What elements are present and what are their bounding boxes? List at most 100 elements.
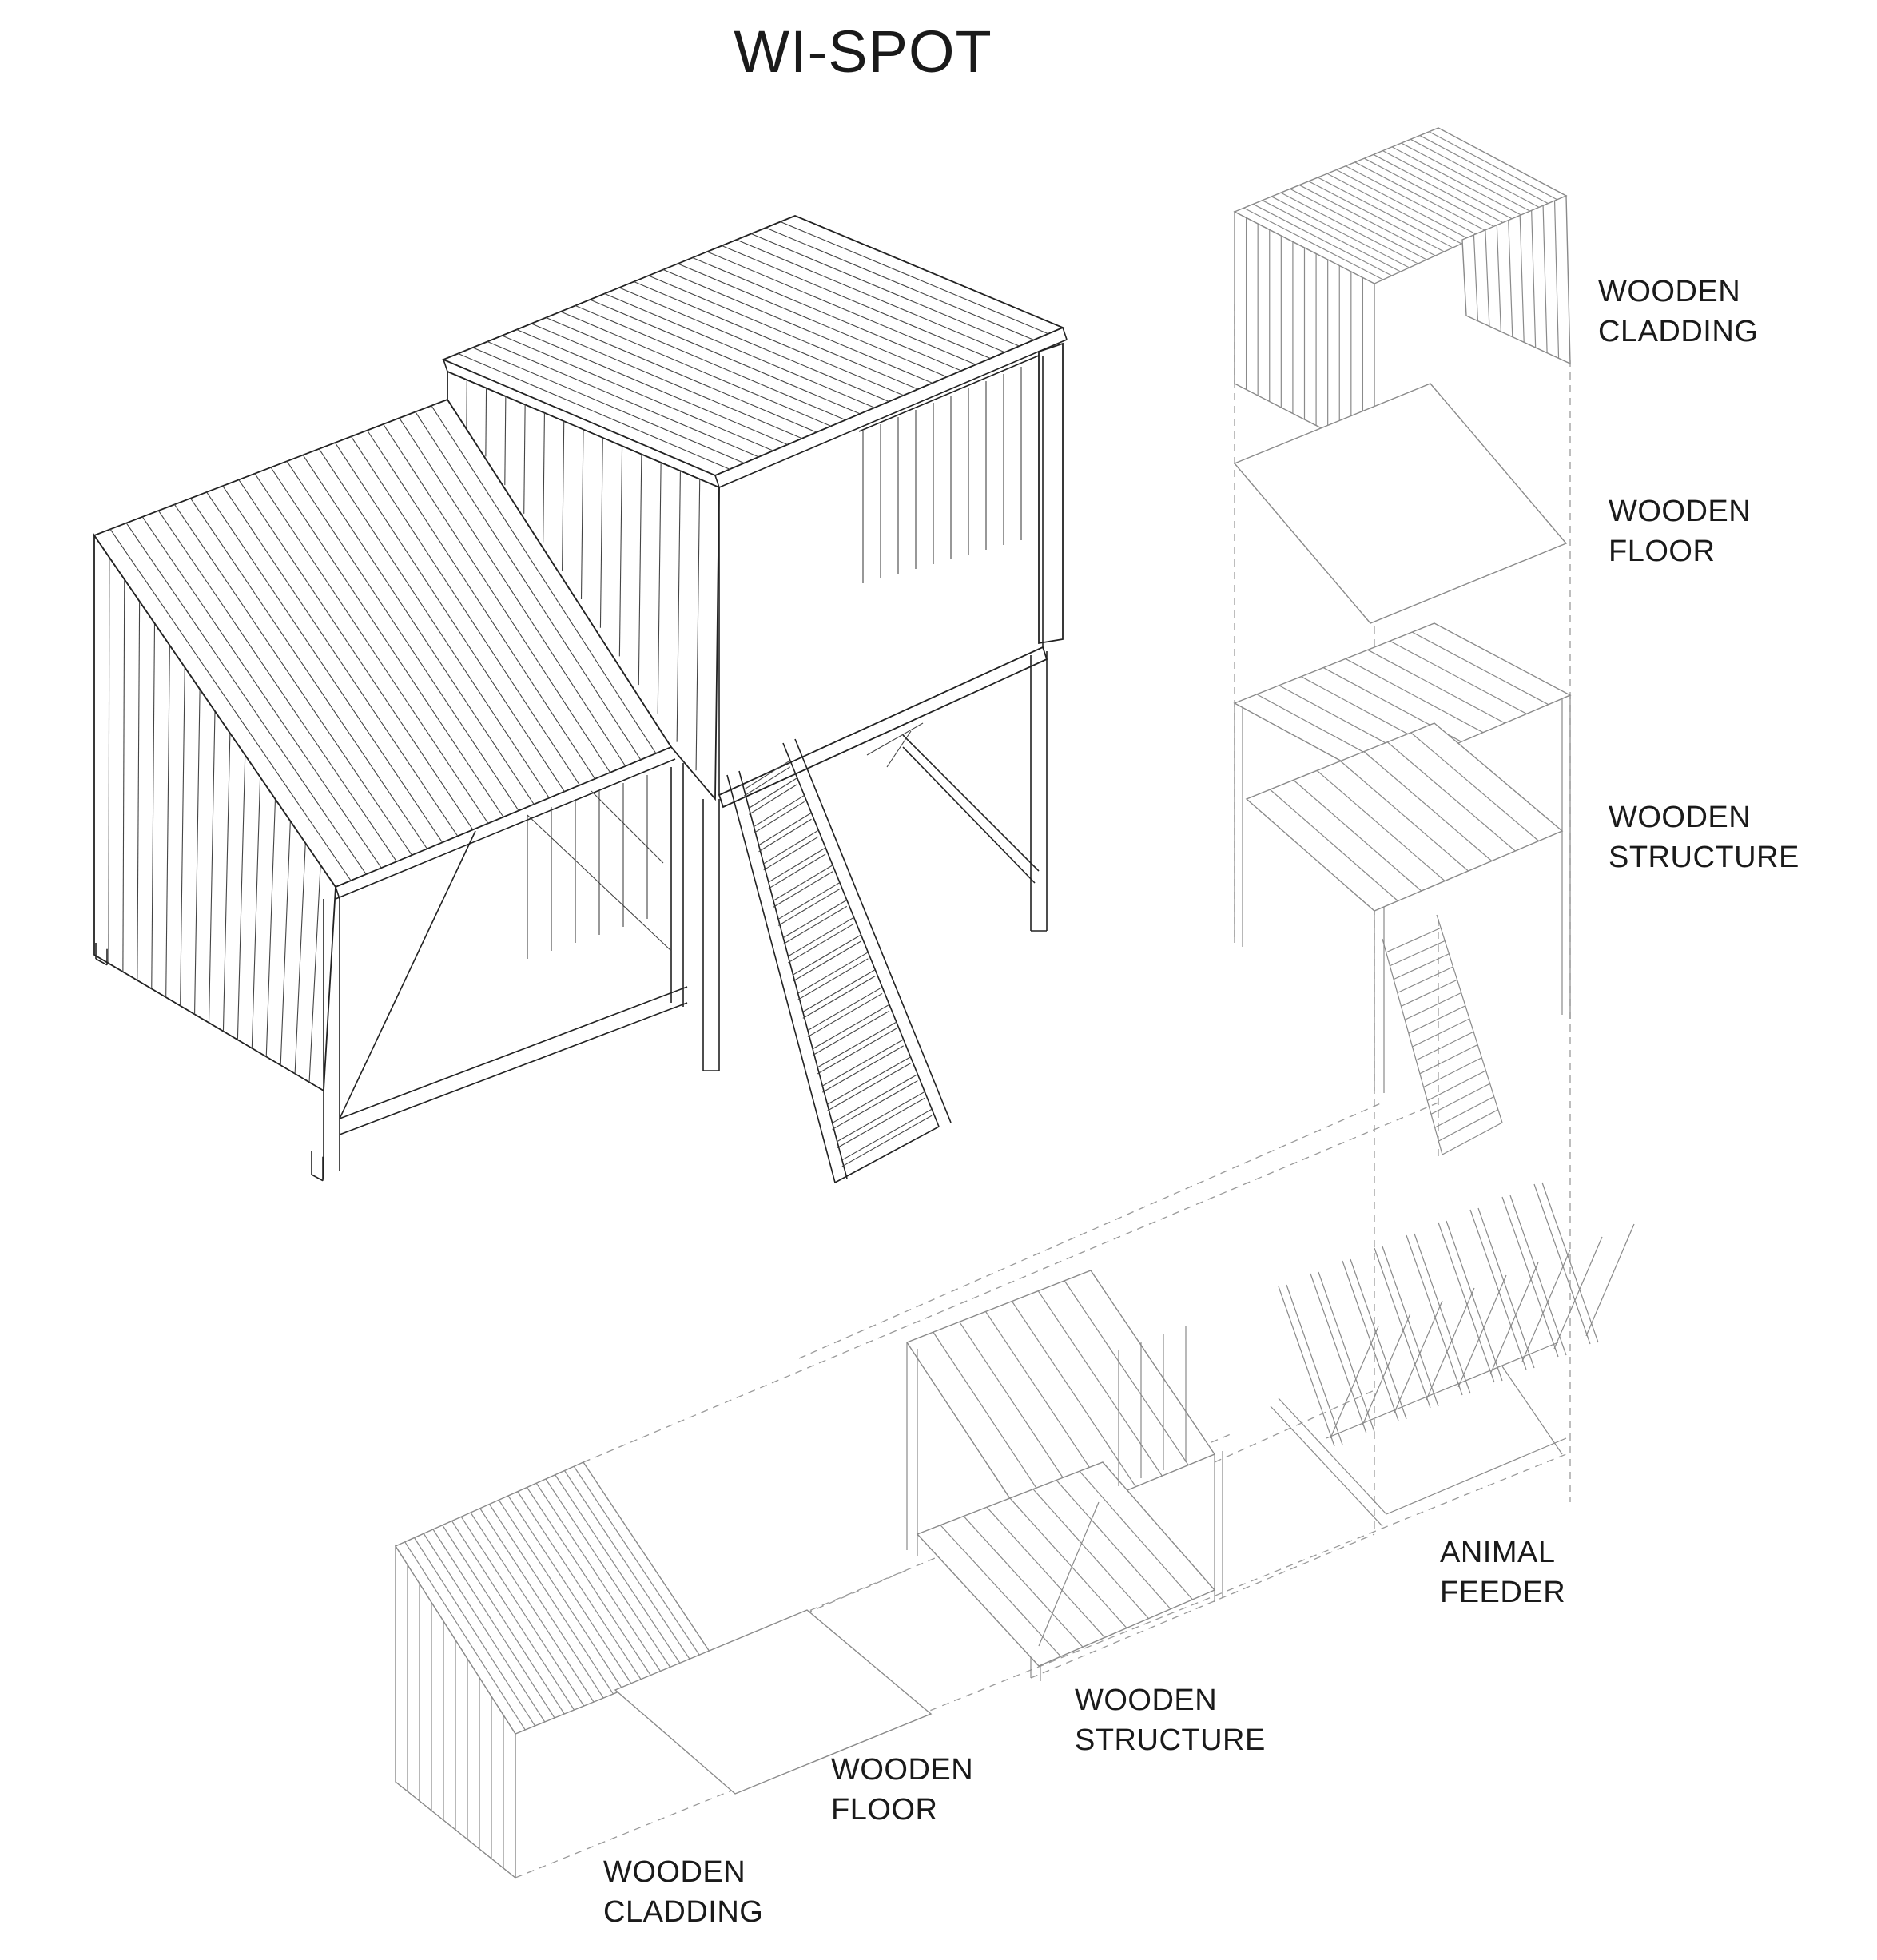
feeder-bar <box>1330 1326 1379 1439</box>
roof-board <box>1429 131 1558 201</box>
stair-tread <box>754 801 805 834</box>
line <box>866 722 924 756</box>
rafter <box>985 1311 1111 1498</box>
roof-board <box>404 1541 526 1731</box>
stair-tread <box>1423 1057 1482 1088</box>
roof-board <box>1401 142 1532 213</box>
exploded-low-structure-floor <box>916 1461 1216 1667</box>
stair-tread <box>748 777 798 809</box>
cladding-board <box>1531 210 1537 348</box>
roof-board <box>662 268 933 384</box>
roof-board <box>564 1470 692 1663</box>
exploded-low-floor <box>614 1609 933 1795</box>
roof-board <box>472 347 745 464</box>
stair-tread <box>1415 1031 1474 1061</box>
exploded-low-module <box>394 1270 1223 1879</box>
roof-fascia <box>335 758 676 900</box>
roof-board <box>141 516 382 869</box>
joist <box>1056 1480 1171 1610</box>
stair-tread <box>837 1091 925 1143</box>
stair-tread <box>837 1097 925 1149</box>
cladding-board <box>222 733 231 1032</box>
feeder-bar <box>1585 1223 1635 1337</box>
roof-board <box>470 1512 595 1703</box>
stair-tread <box>768 853 826 889</box>
roof-board <box>173 504 412 856</box>
foot <box>95 958 108 966</box>
cladding-board <box>1553 201 1560 359</box>
stair-tread <box>743 760 791 790</box>
roof-board <box>1280 192 1418 264</box>
roof-board <box>1382 150 1514 221</box>
roof-board <box>722 245 991 360</box>
roof-board <box>502 335 773 451</box>
roof-board <box>442 1525 565 1715</box>
roof-board <box>1308 181 1445 252</box>
tall-module-side-wall <box>447 370 720 801</box>
diagram-title: WI-SPOT <box>734 18 992 85</box>
roof-board <box>560 311 832 427</box>
cladding-board <box>180 666 185 1006</box>
roof-board <box>678 263 948 378</box>
line <box>1386 1437 1567 1515</box>
stair-tread <box>817 1021 897 1068</box>
joist <box>1367 649 1505 724</box>
cladding-board <box>294 842 306 1074</box>
line <box>834 1126 940 1183</box>
cladding-board <box>1496 225 1501 332</box>
stair-tread <box>1393 953 1450 980</box>
exploded-structure-floor-frame <box>1245 722 1564 912</box>
rafter <box>1064 1280 1189 1465</box>
cladding-board <box>1485 229 1490 327</box>
feeder-bar <box>1438 1222 1495 1383</box>
roof-board <box>431 405 657 754</box>
roof-board <box>498 1499 624 1691</box>
joist <box>1340 761 1469 872</box>
stair-tread <box>1426 1070 1486 1102</box>
stair-tread <box>768 847 826 883</box>
line <box>1414 1233 1471 1394</box>
roof-board <box>1419 135 1549 205</box>
roof-board <box>507 1495 634 1687</box>
stair-tread <box>1408 1005 1466 1034</box>
roof-board <box>766 227 1034 340</box>
joist <box>940 1525 1061 1657</box>
line <box>591 790 664 864</box>
roof-board <box>1318 177 1453 248</box>
foot <box>311 1174 324 1182</box>
horizontal-guide <box>1214 1389 1375 1463</box>
roof-board <box>1298 185 1436 256</box>
floor-beam <box>339 1002 688 1135</box>
stair-tread <box>832 1074 918 1123</box>
animal-feeder-part <box>1270 1182 1635 1527</box>
feeder-bar <box>1362 1313 1411 1426</box>
line <box>443 359 448 372</box>
feeder-bar <box>1426 1287 1475 1401</box>
roof-board <box>399 417 626 767</box>
stair-tread <box>797 958 869 1000</box>
roof-board <box>432 1529 555 1719</box>
roof-board <box>222 485 459 837</box>
roof-board <box>1410 138 1541 209</box>
roof-board <box>460 1516 585 1707</box>
rafter <box>1011 1301 1136 1488</box>
cladding-board <box>122 578 125 972</box>
feeder-base <box>1270 1405 1383 1527</box>
roof-board <box>367 430 596 780</box>
feeder-bar <box>1553 1236 1603 1350</box>
stair-tread <box>841 1108 933 1161</box>
line <box>1350 1258 1407 1420</box>
roof-board <box>1391 146 1523 217</box>
stair-tread <box>807 986 883 1032</box>
feeder-bar <box>1342 1260 1399 1421</box>
line <box>1286 1284 1343 1445</box>
roof-board <box>383 423 611 773</box>
roof-board <box>302 455 535 805</box>
roof-board <box>1326 173 1462 245</box>
roof-board <box>1262 200 1402 272</box>
line <box>339 986 688 1119</box>
roof-board <box>706 251 976 365</box>
